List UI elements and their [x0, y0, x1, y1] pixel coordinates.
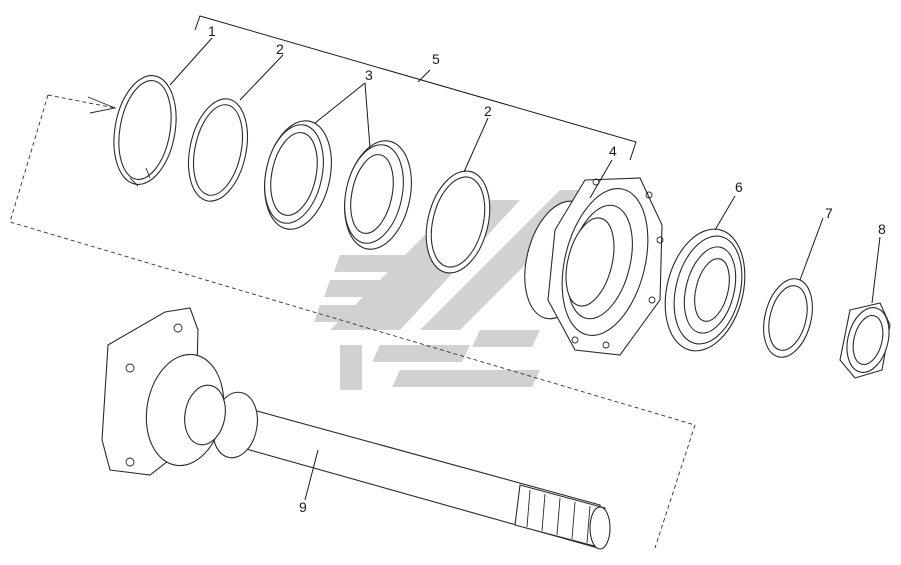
- callout-2-right: 2: [484, 103, 492, 119]
- callout-8: 8: [878, 221, 886, 237]
- callout-2-left: 2: [276, 41, 284, 57]
- callout-4: 4: [609, 143, 617, 159]
- part-6-bearing: [664, 228, 746, 352]
- part-1-snap-ring: [113, 75, 177, 187]
- part-8-nut: [839, 302, 891, 379]
- part-9-axle-shaft: [101, 307, 611, 550]
- part-2-washer-right: [425, 170, 491, 274]
- part-3-seal-inner: [344, 140, 412, 250]
- part-2-washer-left: [188, 98, 248, 202]
- callout-5: 5: [432, 51, 440, 67]
- callout-7: 7: [825, 205, 833, 221]
- assembly-dashed-path: [9, 94, 696, 549]
- group-5-bracket: [194, 15, 637, 161]
- callout-1: 1: [208, 23, 216, 39]
- part-3-seal-outer: [264, 120, 332, 230]
- leader-5: [417, 69, 431, 83]
- callout-6: 6: [735, 179, 743, 195]
- callout-9: 9: [299, 499, 307, 515]
- callout-numbers: 1 2 3 2 5 4 6 7 8 9: [208, 23, 886, 515]
- leader-lines: [169, 37, 881, 501]
- part-7-shim: [763, 278, 813, 358]
- callout-3: 3: [365, 67, 373, 83]
- part-4-hub-housing: [524, 177, 664, 356]
